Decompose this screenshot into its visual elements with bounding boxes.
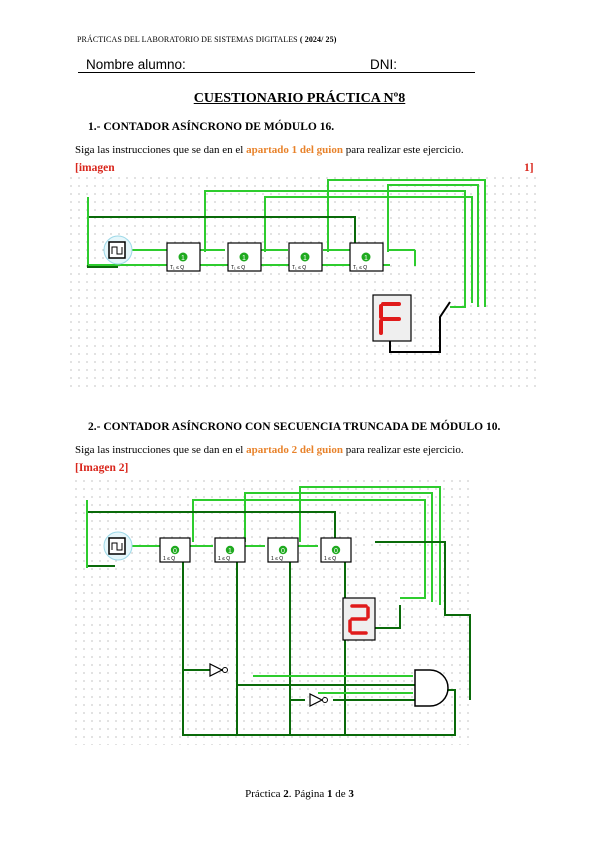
section1-instructions: Siga las instrucciones que se dan en el … (75, 144, 464, 156)
clock-wires (86, 500, 413, 694)
flip-flop-2[interactable]: 1 1 ≤ Q (214, 537, 246, 563)
clock-wave-icon (111, 246, 123, 255)
section1-guide-link[interactable]: apartado 1 del guion (246, 144, 343, 156)
section2-instructions: Siga las instrucciones que se dan en el … (75, 444, 464, 456)
section1-text-after: para realizar este ejercicio. (345, 144, 464, 156)
header-org: PRÁCTICAS DEL LABORATORIO DE SISTEMAS DI… (77, 35, 298, 44)
flip-flop-3[interactable]: 1 T₁ ≤ Q (288, 242, 323, 272)
flip-flop-4[interactable]: 1 T₁ ≤ Q (349, 242, 384, 272)
footer-practice-number: 2 (283, 788, 289, 800)
section2-guide-link[interactable]: apartado 2 del guion (246, 444, 343, 456)
circuit-diagram-1: 1 T₁ ≤ Q 1 T₁ ≤ Q 1 T₁ ≤ Q 1 T₁ ≤ Q (70, 177, 540, 392)
student-name-field[interactable] (78, 72, 368, 73)
ff1-label: 1 ≤ Q (163, 556, 175, 562)
section2-heading: 2.- CONTADOR ASÍNCRONO CON SECUENCIA TRU… (88, 421, 501, 433)
section2-image-label: [Imagen 2] (75, 462, 129, 474)
ff2-label: T₁ ≤ Q (231, 265, 245, 271)
inverter-2[interactable] (309, 693, 328, 707)
footer-mid: . Página (288, 788, 325, 800)
page-title: CUESTIONARIO PRÁCTICA Nº8 (193, 91, 406, 106)
ff4-label: T₁ ≤ Q (353, 265, 367, 271)
ff2-output: 1 (242, 255, 246, 262)
section2-text-before: Siga las instrucciones que se dan en el (75, 444, 244, 456)
and-gate[interactable] (414, 669, 449, 707)
page-header: PRÁCTICAS DEL LABORATORIO DE SISTEMAS DI… (77, 35, 337, 44)
ff3-label: 1 ≤ Q (271, 556, 283, 562)
ff1-label: T₁ ≤ Q (170, 265, 184, 271)
footer-of: de (335, 788, 346, 800)
footer-page-number: 1 (327, 788, 333, 800)
clock-wave-icon (111, 542, 123, 551)
ff3-output: 1 (303, 255, 307, 262)
ff4-output: 0 (334, 548, 338, 555)
ff1-output: 1 (181, 255, 185, 262)
seven-segment-display-1 (372, 294, 451, 353)
inverter-1[interactable] (209, 663, 228, 677)
section1-text-before: Siga las instrucciones que se dan en el (75, 144, 244, 156)
footer-prefix: Práctica (245, 788, 281, 800)
flip-flop-1[interactable]: 1 T₁ ≤ Q (166, 242, 201, 272)
section1-image-label-left: [imagen (75, 162, 115, 174)
section2-text-after: para realizar este ejercicio. (345, 444, 464, 456)
ff4-label: 1 ≤ Q (324, 556, 336, 562)
footer-total-pages: 3 (348, 788, 354, 800)
student-name-label: Nombre alumno: (86, 57, 186, 72)
display-digit-2 (348, 604, 370, 635)
seven-segment-display-2 (342, 597, 376, 641)
ff1-output: 0 (173, 548, 177, 555)
circuit-diagram-2: 0 1 ≤ Q 1 1 ≤ Q 0 1 ≤ Q 0 1 ≤ Q (75, 480, 475, 745)
dni-label: DNI: (370, 57, 397, 72)
flip-flop-4[interactable]: 0 1 ≤ Q (320, 537, 352, 563)
flip-flop-2[interactable]: 1 T₁ ≤ Q (227, 242, 262, 272)
output-bus-wires (192, 486, 441, 605)
page-footer: Práctica 2. Página 1 de 3 (0, 788, 599, 800)
section1-heading: 1.- CONTADOR ASÍNCRONO DE MÓDULO 16. (88, 121, 335, 133)
control-wires (86, 511, 471, 736)
display-digit-F (379, 302, 401, 335)
ff4-output: 1 (364, 255, 368, 262)
ff3-label: T₁ ≤ Q (292, 265, 306, 271)
ff2-label: 1 ≤ Q (218, 556, 230, 562)
ff3-output: 0 (281, 548, 285, 555)
flip-flop-3[interactable]: 0 1 ≤ Q (267, 537, 299, 563)
grid-background (70, 177, 540, 392)
dni-field[interactable] (368, 72, 475, 73)
flip-flop-1[interactable]: 0 1 ≤ Q (159, 537, 191, 563)
header-year: ( 2024/ 25) (299, 35, 337, 44)
section1-image-label-right: 1] (524, 162, 534, 174)
ff2-output: 1 (228, 548, 232, 555)
